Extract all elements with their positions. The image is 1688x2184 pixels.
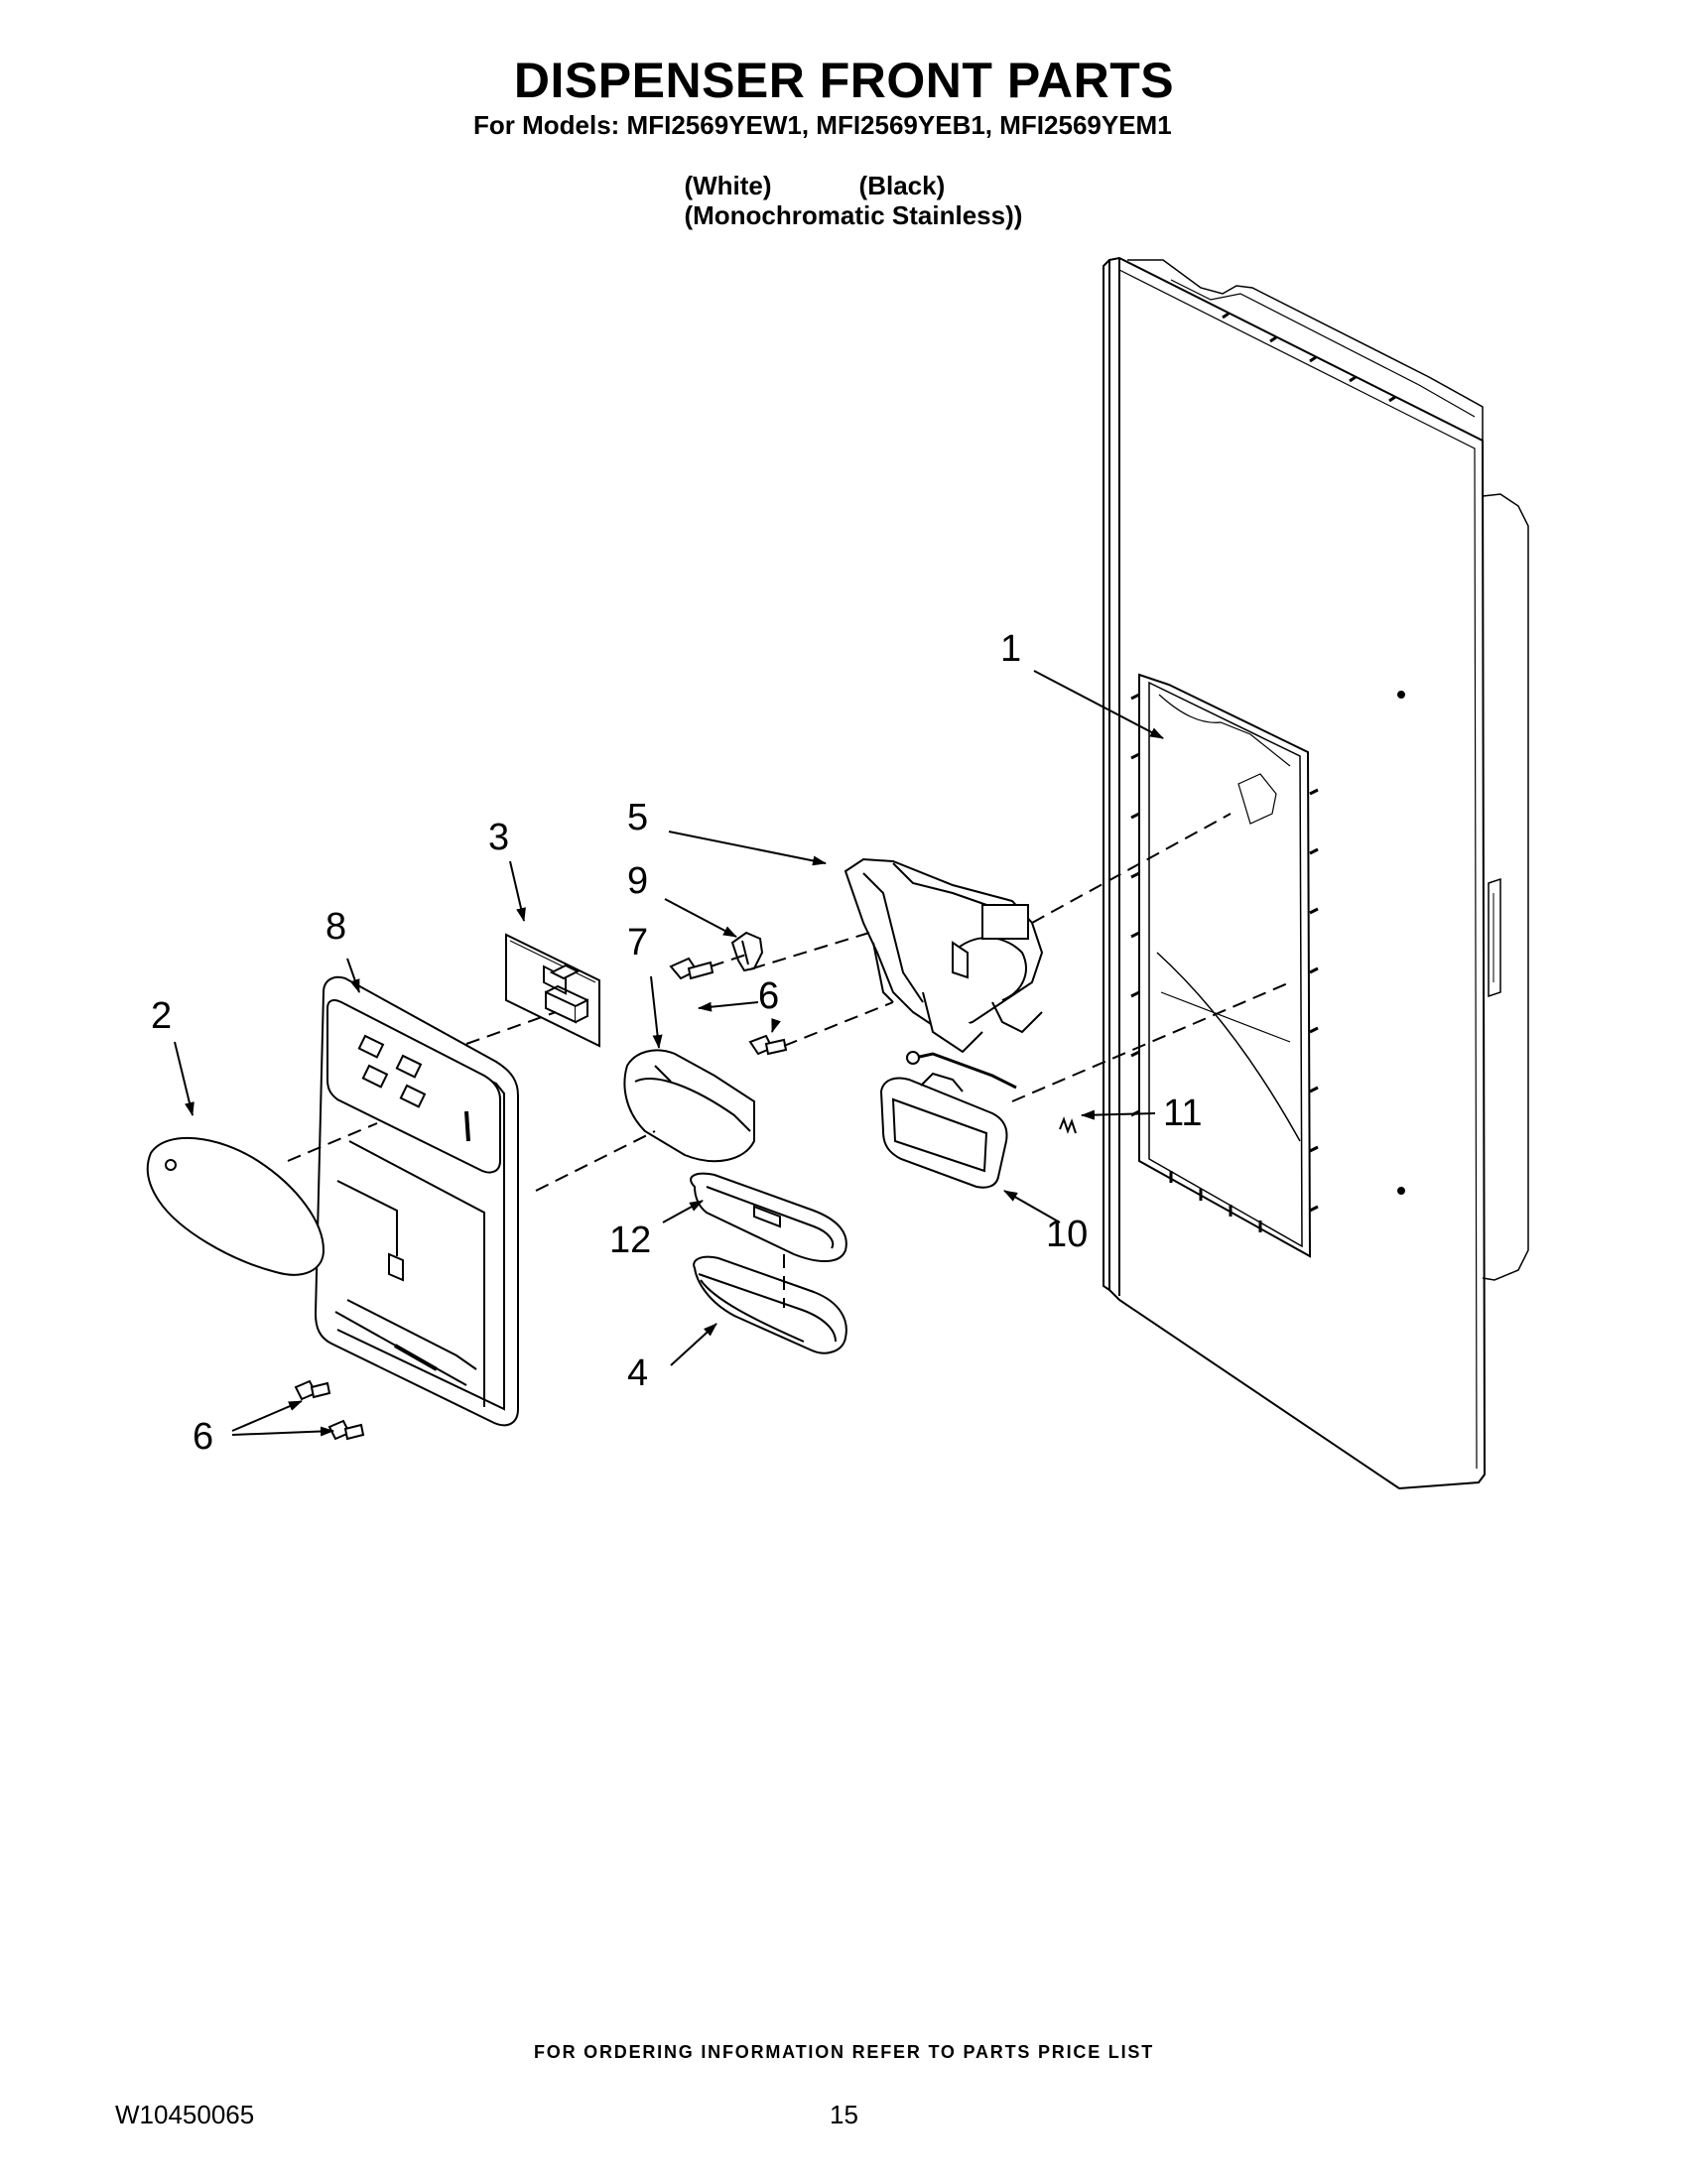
- ordering-note: FOR ORDERING INFORMATION REFER TO PARTS …: [533, 2042, 1154, 2062]
- document-number: W10450065: [115, 2100, 255, 2129]
- clip: [730, 931, 764, 972]
- callout-5: 5: [627, 797, 648, 838]
- assembly-lines: [287, 813, 1291, 1308]
- finish-black: (Black): [858, 171, 946, 200]
- callout-7: 7: [627, 922, 648, 964]
- finish-white: (White): [684, 171, 772, 200]
- callout-12: 12: [609, 1220, 651, 1261]
- leader-arrows: [174, 670, 1164, 1437]
- finishes-line: (White) (Black) (Monochromatic Stainless)…: [670, 141, 1022, 230]
- callout-3: 3: [488, 817, 509, 858]
- page-title: DISPENSER FRONT PARTS: [513, 53, 1175, 108]
- callout-6-mid: 6: [758, 975, 779, 1017]
- page-number: 15: [830, 2100, 858, 2129]
- callout-4: 4: [627, 1352, 648, 1394]
- drip-tray-grille: [690, 1172, 847, 1262]
- lens-cover: [146, 1136, 325, 1276]
- models-line: For Models: MFI2569YEW1, MFI2569YEB1, MF…: [473, 110, 1172, 140]
- door-panel: [1103, 256, 1529, 1490]
- callout-9: 9: [627, 860, 648, 902]
- dispenser-housing: [314, 975, 519, 1427]
- callout-8: 8: [325, 906, 346, 948]
- callout-1: 1: [1000, 628, 1021, 670]
- header: DISPENSER FRONT PARTS: [0, 52, 1688, 109]
- callout-11: 11: [1163, 1092, 1202, 1134]
- callout-6-lower: 6: [193, 1416, 213, 1458]
- spring: [1059, 1116, 1077, 1134]
- callout-2: 2: [151, 995, 172, 1037]
- screws: [294, 957, 788, 1441]
- finish-stainless: (Monochromatic Stainless)): [684, 200, 1023, 230]
- drip-tray: [693, 1255, 847, 1354]
- switch-board: [505, 933, 600, 1048]
- ice-chute: [623, 1049, 755, 1163]
- ice-door-flapper: [879, 1051, 1017, 1189]
- callout-labels: 1 2 3 4 5 6 6 6 7 8 9 10 11 12: [151, 628, 1202, 1458]
- dispenser-actuator-assembly: [844, 857, 1044, 1054]
- callout-10: 10: [1046, 1214, 1088, 1255]
- callout-6-upper: 6: [758, 975, 779, 1017]
